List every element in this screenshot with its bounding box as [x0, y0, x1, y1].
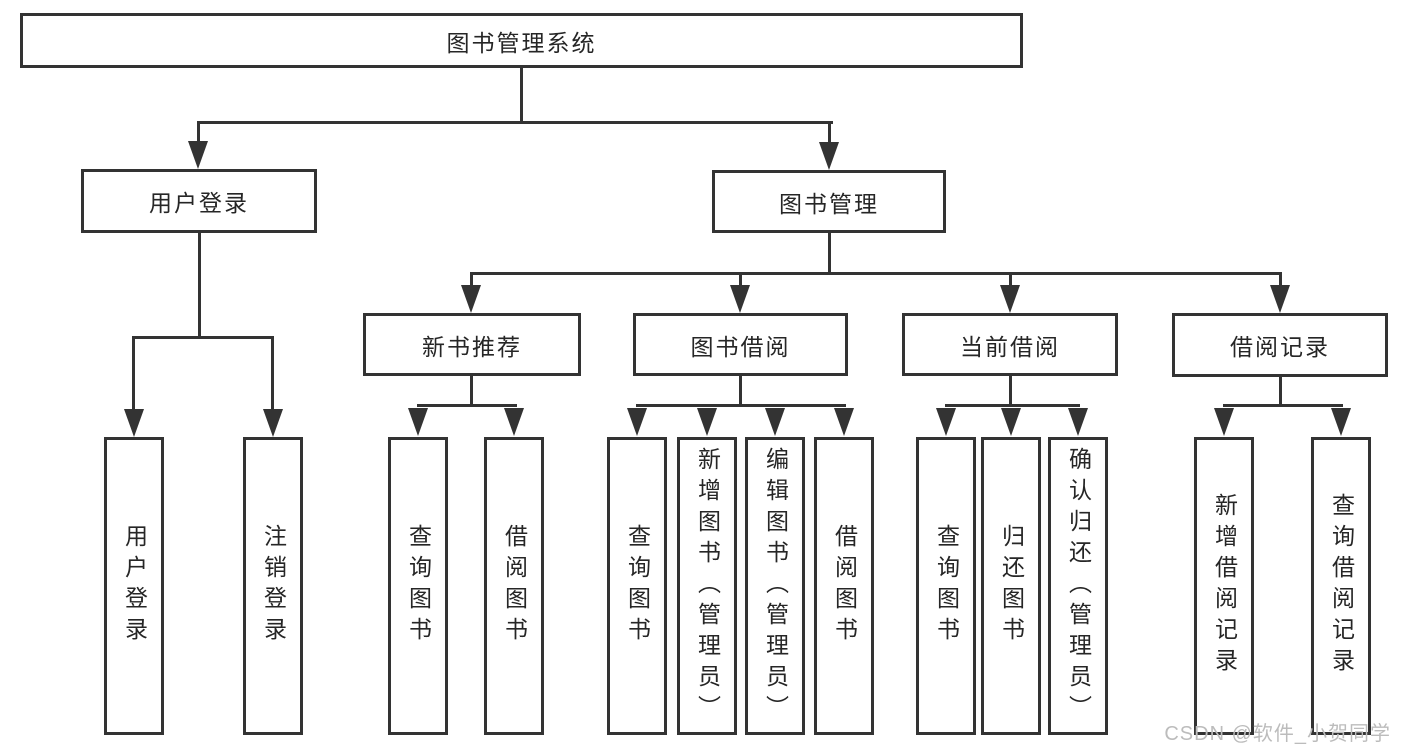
arrow-down-icon: [1214, 408, 1234, 436]
arrow-down-icon: [263, 409, 283, 437]
connector-drop: [739, 376, 742, 407]
arrow-down-icon: [936, 408, 956, 436]
arrow-down-icon: [504, 408, 524, 436]
leaf-query-books-current: 查询图书: [916, 437, 976, 735]
arrow-down-icon: [697, 408, 717, 436]
leaf-logout: 注销登录: [243, 437, 303, 735]
arrow-down-icon: [1000, 285, 1020, 313]
arrow-down-icon: [188, 141, 208, 169]
arrow-down-icon: [1331, 408, 1351, 436]
connector-level2-bar: [197, 121, 833, 124]
node-current-borrowing: 当前借阅: [902, 313, 1118, 376]
connector-book-management-drop: [828, 233, 831, 275]
leaf-query-books-recommend: 查询图书: [388, 437, 448, 735]
connector-leaf-bar: [1223, 404, 1343, 407]
connector-drop: [470, 376, 473, 407]
connector-user-login-drop: [198, 233, 201, 338]
connector-user-login-bar: [132, 336, 274, 339]
node-library-management-system: 图书管理系统: [20, 13, 1023, 68]
node-borrowing-records: 借阅记录: [1172, 313, 1388, 377]
leaf-add-borrow-record: 新增借阅记录: [1194, 437, 1254, 735]
connector-level3-bar: [470, 272, 1282, 275]
node-book-management: 图书管理: [712, 170, 946, 233]
node-user-login: 用户登录: [81, 169, 317, 233]
leaf-borrow-books: 借阅图书: [814, 437, 874, 735]
connector-leaf-bar: [636, 404, 846, 407]
arrow-down-icon: [1270, 285, 1290, 313]
arrow-down-icon: [461, 285, 481, 313]
connector-leaf-stub: [132, 336, 135, 411]
connector-leaf-bar: [417, 404, 517, 407]
leaf-borrow-books-recommend: 借阅图书: [484, 437, 544, 735]
leaf-add-books-admin: 新增图书（管理员）: [677, 437, 737, 735]
connector-leaf-bar: [945, 404, 1080, 407]
arrow-down-icon: [765, 408, 785, 436]
connector-root-drop: [520, 68, 523, 122]
connector-drop: [1279, 377, 1282, 407]
connector-drop: [1009, 376, 1012, 407]
connector-stub: [470, 272, 473, 288]
connector-book-management-stub: [828, 121, 831, 146]
arrow-down-icon: [1068, 408, 1088, 436]
arrow-down-icon: [834, 408, 854, 436]
connector-stub: [1009, 272, 1012, 288]
arrow-down-icon: [1001, 408, 1021, 436]
leaf-confirm-return-admin: 确认归还（管理员）: [1048, 437, 1108, 735]
watermark: CSDN @软件_小贺同学: [1164, 723, 1391, 745]
leaf-query-borrow-record: 查询借阅记录: [1311, 437, 1371, 735]
leaf-query-books-borrowing: 查询图书: [607, 437, 667, 735]
node-book-borrowing: 图书借阅: [633, 313, 848, 376]
arrow-down-icon: [819, 142, 839, 170]
connector-user-login-stub: [197, 121, 200, 146]
connector-stub: [1279, 272, 1282, 288]
arrow-down-icon: [627, 408, 647, 436]
arrow-down-icon: [408, 408, 428, 436]
arrow-down-icon: [730, 285, 750, 313]
connector-leaf-stub: [271, 336, 274, 411]
leaf-edit-books-admin: 编辑图书（管理员）: [745, 437, 805, 735]
node-new-book-recommendation: 新书推荐: [363, 313, 581, 376]
leaf-user-login: 用户登录: [104, 437, 164, 735]
connector-stub: [739, 272, 742, 288]
arrow-down-icon: [124, 409, 144, 437]
leaf-return-books: 归还图书: [981, 437, 1041, 735]
